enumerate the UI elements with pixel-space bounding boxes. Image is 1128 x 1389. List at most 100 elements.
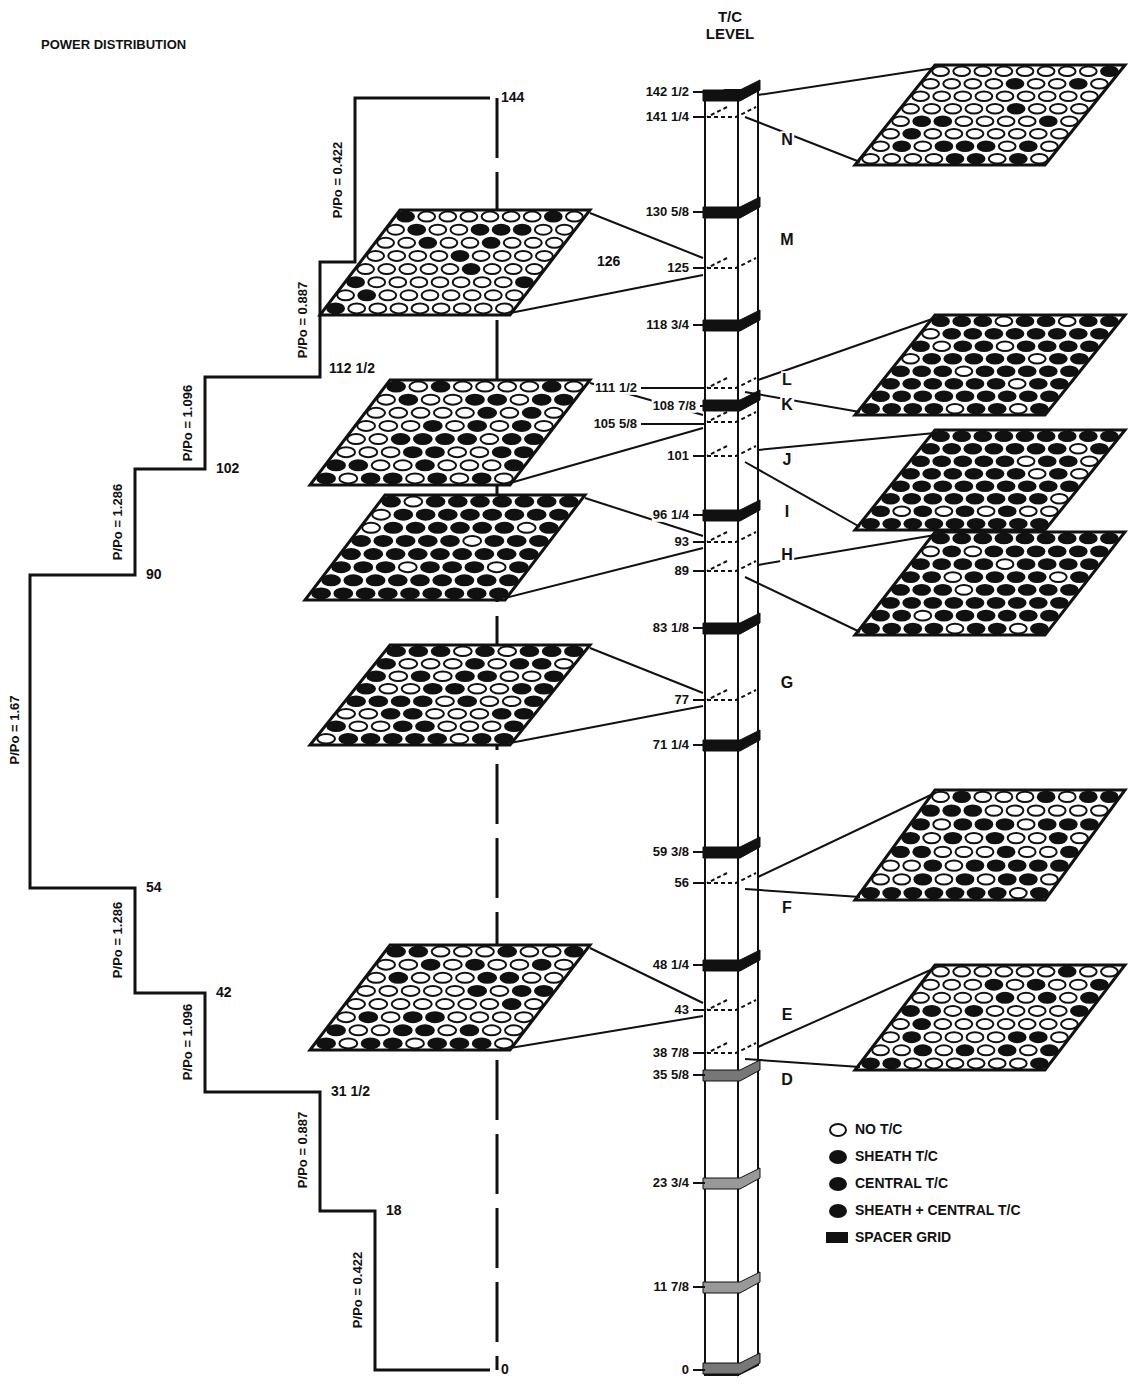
rod-circle xyxy=(933,559,950,569)
rod-circle xyxy=(504,238,521,248)
rod-circle xyxy=(468,986,486,996)
rod-circle xyxy=(516,277,533,287)
rod-circle xyxy=(862,1058,879,1068)
rod-circle xyxy=(974,317,991,327)
rod-circle xyxy=(1007,444,1024,454)
rod-circle xyxy=(428,473,446,483)
rod-circle xyxy=(485,290,502,300)
rod-circle xyxy=(501,973,519,983)
rod-circle xyxy=(498,947,516,957)
rod-circle xyxy=(934,482,951,492)
rod-circle xyxy=(883,1058,900,1068)
rod-circle xyxy=(1007,980,1024,990)
rod-circle xyxy=(977,1019,994,1029)
diagram-label: K xyxy=(780,396,794,414)
rod-circle xyxy=(997,457,1014,467)
rod-circle xyxy=(1049,444,1066,454)
rod-circle xyxy=(968,624,985,634)
rod-circle xyxy=(446,421,464,431)
rod-circle xyxy=(1028,805,1045,815)
rod-circle xyxy=(392,999,410,1009)
rod-circle xyxy=(555,960,573,970)
rod-circle xyxy=(964,980,981,990)
rod-circle xyxy=(903,1032,920,1042)
rod-circle xyxy=(997,819,1014,829)
rod-circle xyxy=(555,395,573,405)
rod-circle xyxy=(893,874,910,884)
rod-circle xyxy=(976,559,993,569)
spacer-grid-band xyxy=(703,1353,760,1374)
rod-circle xyxy=(964,444,981,454)
rod-circle xyxy=(1010,888,1027,898)
elevation-tick xyxy=(693,514,705,516)
rod-circle xyxy=(903,860,920,870)
rod-circle xyxy=(903,494,920,504)
rod-circle xyxy=(533,395,551,405)
rod-circle xyxy=(943,805,960,815)
rod-circle xyxy=(1059,792,1076,802)
rod-circle xyxy=(944,1006,961,1016)
rod-circle xyxy=(1051,860,1068,870)
rod-circle xyxy=(372,460,390,470)
rod-circle xyxy=(882,598,899,608)
rod-circle xyxy=(424,421,442,431)
elevation-label: 89 xyxy=(674,564,690,578)
rod-circle xyxy=(481,697,499,707)
rod-circle xyxy=(349,722,367,732)
rod-circle xyxy=(493,447,511,457)
rod-circle xyxy=(443,562,461,572)
rod-circle xyxy=(357,986,375,996)
rod-circle xyxy=(439,510,457,520)
rod-circle xyxy=(946,1032,963,1042)
elevation-label: 118 3/4 xyxy=(645,318,690,332)
rod-circle xyxy=(1029,469,1046,479)
rod-circle xyxy=(1017,534,1034,544)
rod-circle xyxy=(933,993,950,1003)
spacer-grid-band xyxy=(703,500,760,521)
rod-circle xyxy=(382,447,400,457)
rod-circle xyxy=(1019,585,1036,595)
rod-circle xyxy=(378,264,395,274)
rod-circle xyxy=(398,238,415,248)
rod-circle xyxy=(545,973,563,983)
rod-circle xyxy=(977,482,994,492)
rod-circle xyxy=(382,1012,400,1022)
rod-circle xyxy=(515,709,533,719)
rod-circle xyxy=(357,421,375,431)
rod-circle xyxy=(924,129,941,139)
rod-circle xyxy=(1080,792,1097,802)
rod-circle xyxy=(382,497,400,507)
rod-circle xyxy=(968,1058,985,1068)
rod-circle xyxy=(495,1038,513,1048)
rod-circle xyxy=(904,1058,921,1068)
rod-circle xyxy=(505,722,523,732)
rod-circle xyxy=(1080,534,1097,544)
rod-circle xyxy=(495,277,512,287)
rod-circle xyxy=(503,999,521,1009)
rod-circle xyxy=(912,342,929,352)
rod-circle xyxy=(1081,342,1098,352)
rod-circle xyxy=(556,225,573,235)
tc-level-slice xyxy=(707,1043,756,1053)
power-ratio: P/Po = 0.422 xyxy=(351,1251,365,1329)
rod-circle xyxy=(461,212,478,222)
elevation-tick xyxy=(693,1286,705,1288)
rod-circle xyxy=(882,494,899,504)
diagram-label: I xyxy=(784,503,790,521)
elevation-label: 48 1/4 xyxy=(652,958,690,972)
diagram-label: 42 xyxy=(215,985,233,1000)
rod-circle xyxy=(1040,367,1057,377)
rod-circle xyxy=(1031,624,1048,634)
rod-circle xyxy=(511,659,529,669)
rod-circle xyxy=(498,549,516,559)
rod-circle xyxy=(872,1045,889,1055)
rod-circle xyxy=(454,303,471,313)
rod-circle xyxy=(998,482,1015,492)
rod-circle xyxy=(988,598,1005,608)
rod-circle xyxy=(1028,444,1045,454)
rod-circle xyxy=(1040,847,1057,857)
rod-circle xyxy=(1050,572,1067,582)
rod-circle xyxy=(1029,1006,1046,1016)
rod-circle xyxy=(471,497,489,507)
rod-circle xyxy=(944,833,961,843)
